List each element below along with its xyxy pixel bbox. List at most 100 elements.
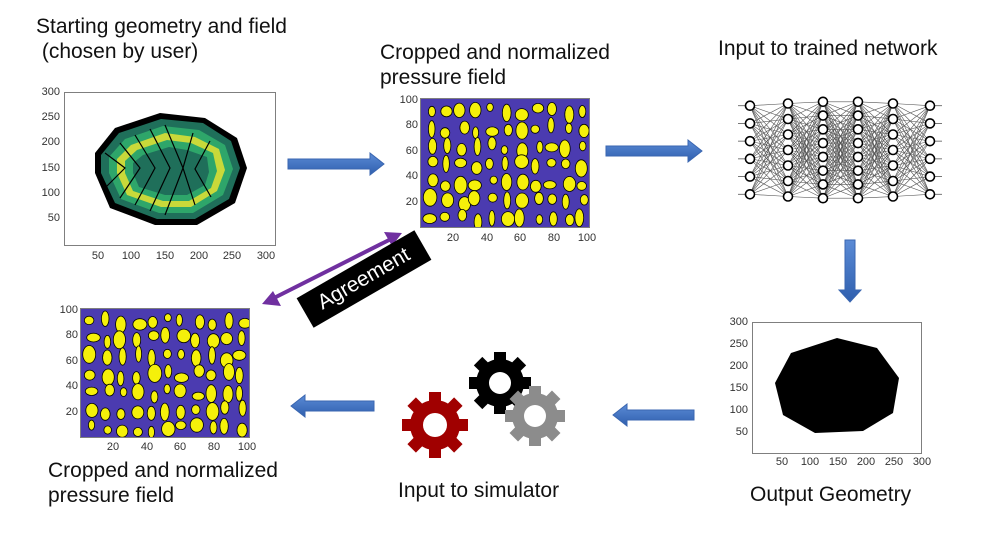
network-edge bbox=[892, 118, 931, 160]
network-edge bbox=[892, 134, 931, 142]
network-node bbox=[924, 171, 936, 182]
network-edge bbox=[749, 103, 789, 177]
network-node bbox=[924, 118, 936, 129]
network-edge bbox=[787, 103, 824, 116]
field-blob bbox=[459, 120, 470, 135]
field-blob bbox=[422, 188, 438, 207]
network-edge bbox=[787, 156, 824, 166]
network-node bbox=[924, 153, 936, 165]
network-edge bbox=[787, 180, 824, 199]
network-edge bbox=[749, 158, 789, 197]
arrow-head-icon bbox=[384, 232, 402, 246]
field-blob bbox=[131, 383, 145, 401]
field-blob bbox=[209, 420, 218, 435]
network-edge bbox=[892, 103, 931, 142]
field-blob bbox=[175, 404, 186, 420]
network-edge bbox=[892, 134, 931, 195]
network-edge bbox=[892, 105, 931, 135]
field-blob bbox=[163, 348, 172, 359]
field-blob bbox=[559, 139, 571, 159]
network-edge bbox=[892, 103, 931, 160]
network-edge bbox=[857, 134, 894, 144]
field-blob bbox=[238, 318, 249, 329]
network-edge bbox=[857, 118, 894, 158]
network-edge bbox=[787, 103, 824, 130]
network-edge bbox=[857, 103, 894, 130]
network-edge bbox=[749, 123, 789, 197]
field-blob bbox=[442, 154, 450, 173]
network-edge bbox=[857, 142, 894, 151]
network-edge bbox=[857, 101, 894, 135]
network-node bbox=[782, 175, 794, 187]
network-edge bbox=[857, 156, 894, 182]
field-blob bbox=[454, 157, 467, 169]
network-edge bbox=[857, 180, 894, 199]
field-blob bbox=[191, 404, 201, 415]
field-blob bbox=[175, 420, 187, 431]
field-blob bbox=[467, 190, 481, 207]
network-edge bbox=[822, 170, 859, 199]
field-blob bbox=[473, 137, 482, 156]
network-edge bbox=[892, 105, 931, 120]
y-tick: 100 bbox=[41, 187, 60, 199]
network-edge bbox=[892, 176, 931, 197]
network-edge bbox=[749, 118, 789, 195]
field-blob bbox=[175, 313, 183, 327]
field-blob bbox=[427, 155, 439, 168]
field-blob bbox=[516, 173, 530, 191]
network-edge bbox=[857, 196, 894, 199]
network-edge bbox=[787, 134, 824, 158]
network-edge bbox=[857, 149, 894, 171]
y-tick: 100 bbox=[729, 404, 748, 416]
network-edge bbox=[857, 149, 894, 158]
field-blob bbox=[457, 208, 468, 222]
network-edge bbox=[787, 103, 824, 144]
network-node bbox=[782, 144, 794, 156]
y-tick: 40 bbox=[405, 170, 418, 182]
network-edge bbox=[787, 134, 824, 199]
network-edge bbox=[787, 129, 824, 182]
network-edge bbox=[749, 140, 789, 182]
field-blob bbox=[232, 349, 247, 361]
network-edge bbox=[857, 129, 894, 166]
arrow-right-icon bbox=[287, 151, 385, 177]
field-blob bbox=[439, 211, 451, 222]
network-edge bbox=[857, 165, 894, 171]
field-blob bbox=[83, 315, 95, 325]
network-node bbox=[852, 165, 864, 176]
field-blob bbox=[207, 318, 217, 331]
network-edge bbox=[822, 142, 859, 199]
network-edge bbox=[892, 140, 931, 166]
field-blob bbox=[536, 140, 544, 154]
network-edge bbox=[749, 118, 789, 160]
y-tick: 20 bbox=[65, 406, 78, 418]
field-blob bbox=[501, 173, 513, 191]
x-tick: 80 bbox=[207, 441, 221, 453]
field-blob bbox=[174, 372, 189, 383]
field-blob bbox=[223, 363, 235, 381]
network-node bbox=[852, 151, 864, 163]
network-edge bbox=[787, 101, 824, 166]
field-blob bbox=[102, 349, 113, 366]
network-edge bbox=[749, 140, 789, 166]
field-blob bbox=[220, 400, 230, 415]
field-blob bbox=[176, 328, 192, 344]
network-edge bbox=[787, 118, 824, 144]
field-blob bbox=[193, 364, 205, 378]
cropped-field-top-plot bbox=[420, 98, 590, 228]
field-blob bbox=[514, 208, 525, 227]
network-edge bbox=[787, 165, 824, 199]
x-tick: 250 bbox=[884, 456, 904, 468]
y-tick: 50 bbox=[47, 212, 60, 224]
field-blob bbox=[546, 102, 557, 116]
network-edge bbox=[892, 103, 931, 177]
network-node bbox=[852, 110, 864, 121]
field-blob bbox=[485, 157, 494, 170]
x-tick: 200 bbox=[856, 456, 876, 468]
field-blob bbox=[489, 175, 498, 185]
field-blob bbox=[224, 312, 234, 330]
network-edge bbox=[749, 165, 789, 195]
field-blob bbox=[147, 316, 158, 329]
network-edge bbox=[822, 184, 859, 199]
field-blob bbox=[116, 370, 125, 387]
